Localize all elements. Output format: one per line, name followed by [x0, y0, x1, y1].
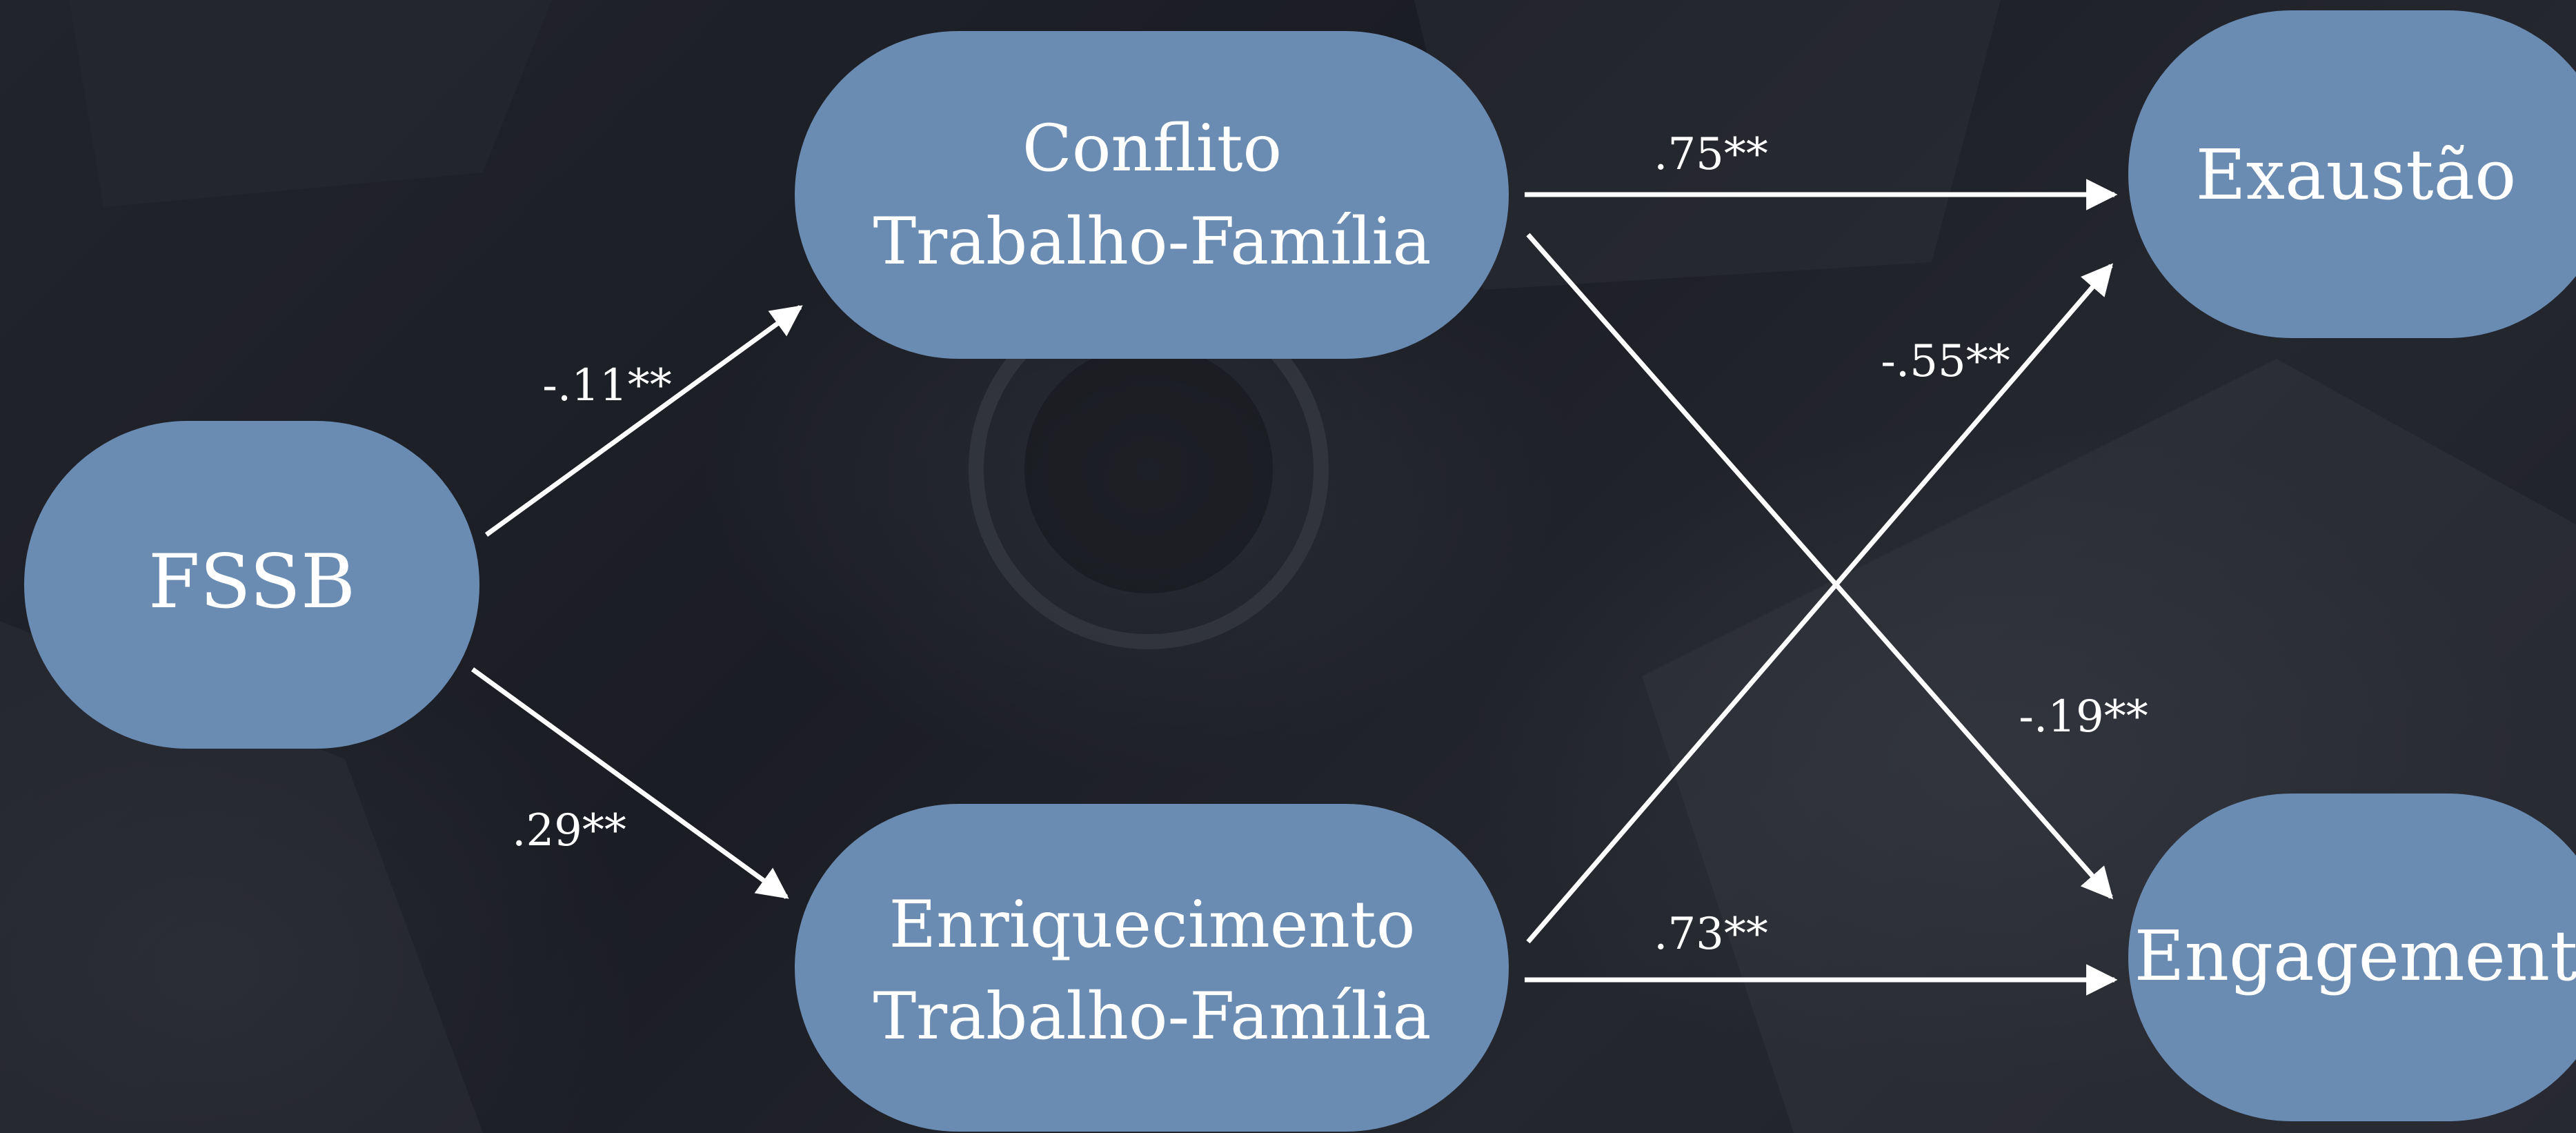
- node-enriquecimento-label-line1: Enriquecimento: [889, 887, 1416, 963]
- node-conflito-label-line1: Conflito: [1022, 111, 1282, 186]
- coef-conflito-exaustao: .75**: [1654, 129, 1768, 180]
- node-exaustao: Exaustão: [2128, 10, 2576, 338]
- arrow-enriquecimento-exaustao: [1526, 263, 2113, 944]
- coef-enriquecimento-exaustao: -.55**: [1881, 336, 2010, 387]
- node-enriquecimento: Enriquecimento Trabalho-Família: [795, 804, 1509, 1132]
- coef-fssb-conflito: -.11**: [542, 360, 671, 411]
- arrow-fssb-conflito: [484, 305, 803, 537]
- node-enriquecimento-label-line2: Trabalho-Família: [873, 979, 1431, 1054]
- node-conflito: Conflito Trabalho-Família: [795, 31, 1509, 359]
- coef-enriquecimento-engagement: .73**: [1654, 909, 1768, 960]
- coef-fssb-enriquecimento: .29**: [512, 805, 626, 856]
- arrow-fssb-enriquecimento: [470, 667, 789, 899]
- arrow-conflito-engagement: [1526, 233, 2114, 900]
- node-engagement-label: Engagement: [2134, 916, 2576, 996]
- coef-conflito-engagement: -.19**: [2019, 691, 2148, 742]
- node-exaustao-label: Exaustão: [2196, 135, 2517, 215]
- arrows: [470, 179, 2118, 996]
- node-conflito-label-line2: Trabalho-Família: [873, 204, 1431, 279]
- node-engagement: Engagement: [2128, 794, 2576, 1121]
- node-fssb-label: FSSB: [148, 539, 355, 625]
- node-fssb: FSSB: [24, 421, 479, 749]
